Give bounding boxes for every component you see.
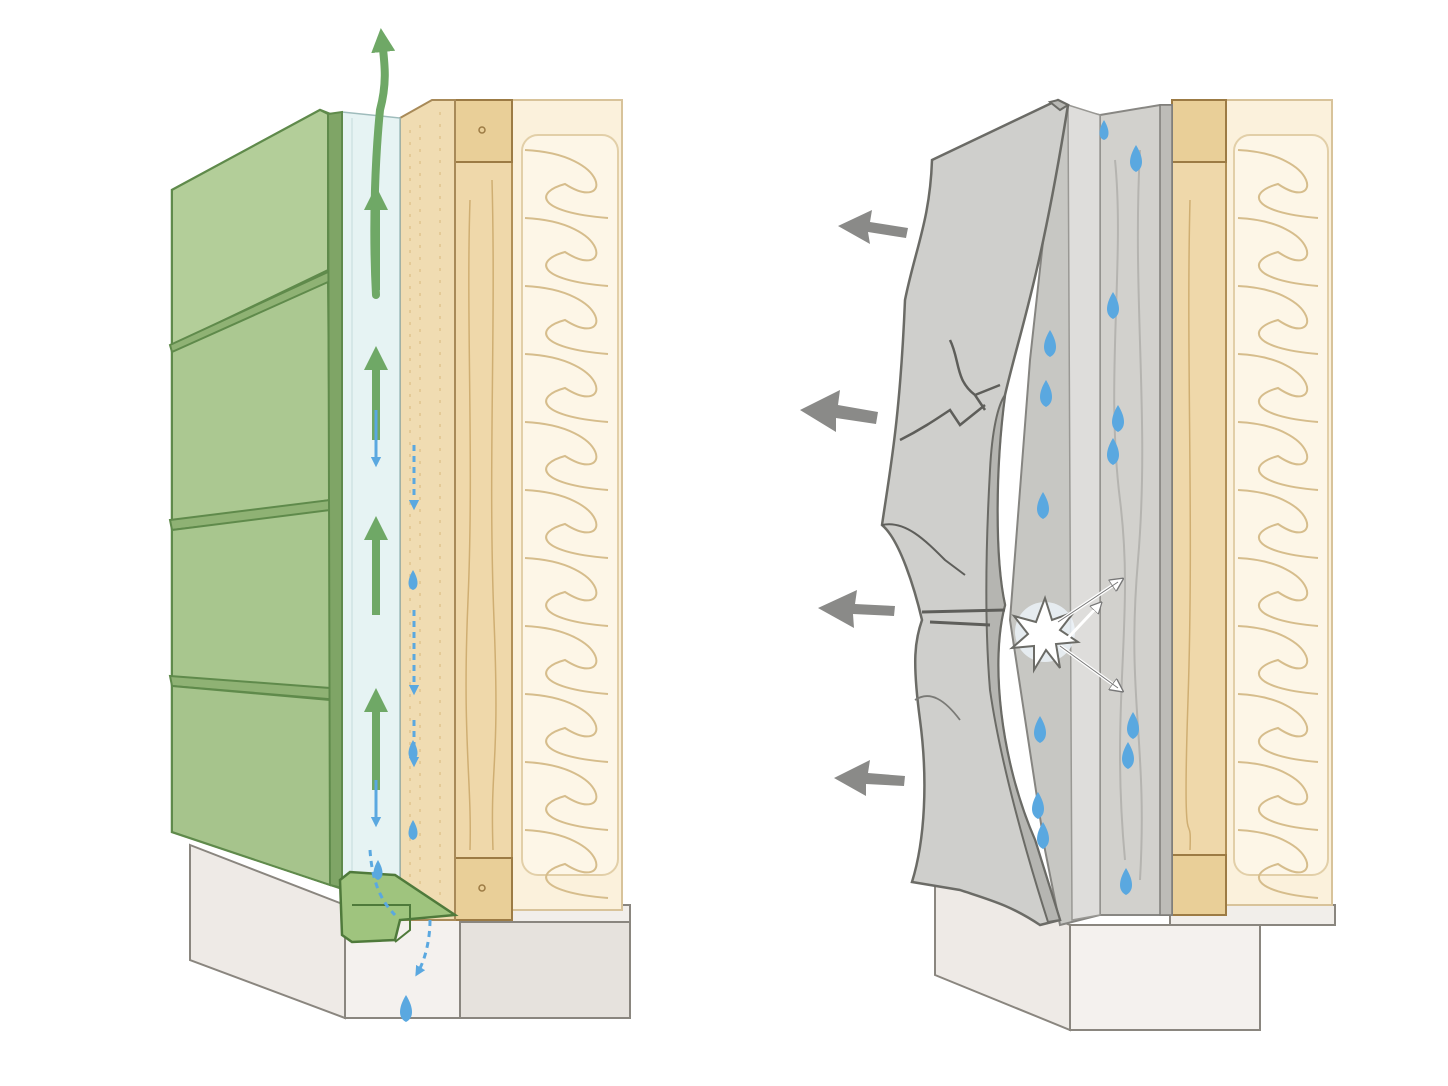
water-droplets [373,570,418,1022]
water-droplet [408,820,418,840]
burst-icon [1009,582,1118,688]
water-droplet [1099,120,1109,140]
failed-stucco-wall [800,98,1336,1032]
outward-force-arrow [834,760,905,796]
outward-force-arrow [818,590,895,628]
insulation-batt [1225,99,1333,906]
outward-force-arrow [800,390,878,432]
insulation-batt [511,99,623,911]
water-droplet [408,740,418,760]
water-droplet [1130,145,1142,172]
outward-force-arrows [800,210,908,796]
lap-siding [168,108,343,890]
water-droplets [1032,120,1142,895]
cracked-stucco [880,98,1071,927]
water-drip-arrow [368,849,397,917]
wall-sheathing [399,99,456,921]
water-droplet [1032,792,1044,819]
water-droplet [373,860,383,880]
water-droplet [1120,868,1132,895]
wood-stud [454,99,513,921]
wet-sheathing [1099,104,1173,916]
water-droplet [408,570,418,590]
ventilated-rainscreen-wall [168,28,631,1022]
water-droplet [400,995,412,1022]
water-droplet [1037,492,1049,519]
water-droplet [1034,716,1046,743]
drip-flashing [338,870,459,944]
water-droplet [1127,712,1139,739]
water-droplet [1040,380,1052,407]
outward-force-arrow [838,210,908,244]
water-droplet [1122,742,1134,769]
foundation [934,868,1336,1032]
water-droplet [1037,822,1049,849]
wood-stud [1171,99,1227,916]
water-drip-arrow [415,919,432,977]
water-droplet [1107,292,1119,319]
water-droplet [1044,330,1056,357]
water-droplet [1112,405,1124,432]
trapped-moisture-cavity [1008,103,1101,927]
water-droplet [1107,438,1119,465]
